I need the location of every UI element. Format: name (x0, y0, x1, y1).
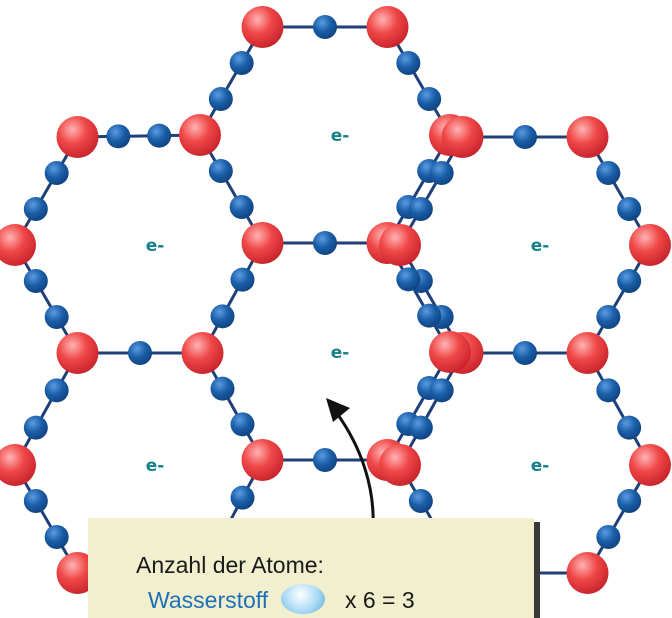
blue-atom (313, 15, 337, 39)
blue-atom (23, 415, 48, 440)
blue-atom (396, 267, 421, 292)
arrow-head (326, 398, 350, 422)
red-atom (241, 6, 284, 48)
blue-atom (396, 51, 421, 75)
blue-atom (417, 303, 442, 328)
hydrogen-calculation: x 6 = 3 (344, 587, 415, 613)
blue-atom (44, 378, 69, 403)
blue-atom (230, 485, 255, 510)
blue-atom (617, 269, 642, 293)
blue-atom (313, 231, 337, 255)
blue-atom (596, 161, 621, 185)
red-atom (181, 332, 224, 374)
red-atom (629, 224, 671, 266)
red-atom (241, 222, 284, 264)
atom-count-card: Anzahl der Atome: Wasserstoff x 6 = 3 (88, 518, 534, 618)
electron-label-hex-lower-right: e- (531, 456, 550, 476)
red-atom (566, 332, 609, 374)
blue-atom (23, 197, 48, 221)
red-atom (0, 224, 36, 266)
blue-atom (596, 525, 621, 549)
red-atom (441, 116, 484, 158)
red-atom (629, 444, 671, 486)
blue-atom (229, 51, 254, 75)
blue-atom (408, 489, 433, 513)
blue-atom (208, 87, 233, 111)
blue-atom (408, 415, 433, 440)
blue-atom (106, 124, 131, 149)
blue-atom (408, 197, 433, 221)
blue-atom (210, 376, 235, 401)
card-title: Anzahl der Atome: (136, 552, 324, 578)
blue-atom (513, 125, 537, 149)
blue-atom (210, 304, 235, 329)
hexagonal-lattice-diagram: e-e-e-e-e-e- (0, 6, 671, 594)
blue-atom (596, 378, 621, 403)
blue-atom (429, 161, 454, 185)
hydrogen-row: Wasserstoff x 6 = 3 (148, 584, 415, 614)
blue-atom (230, 267, 255, 292)
blue-atom (23, 489, 48, 513)
red-atom (566, 116, 609, 158)
red-atom (366, 6, 409, 48)
blue-atom (128, 341, 152, 365)
blue-atom (617, 415, 642, 440)
red-atom (179, 114, 221, 156)
blue-atom (229, 195, 254, 219)
red-atom (379, 444, 421, 486)
red-atom (56, 116, 99, 158)
red-atom (566, 552, 609, 594)
bond-line (13, 352, 79, 466)
red-atom (56, 332, 99, 374)
blue-atom (417, 87, 442, 111)
red-atom (429, 331, 471, 373)
blue-atom (23, 269, 48, 293)
hydrogen-label: Wasserstoff (148, 587, 269, 613)
blue-atom (596, 305, 621, 329)
blue-atom (513, 341, 537, 365)
blue-atom (44, 161, 69, 185)
blue-atom (617, 197, 642, 221)
red-atom (0, 444, 36, 486)
blue-atom (230, 412, 255, 437)
electron-label-hex-top: e- (331, 126, 350, 146)
red-atom (241, 439, 284, 481)
blue-atom (44, 525, 69, 549)
blue-atom (617, 489, 642, 513)
electron-label-hex-lower-left: e- (146, 456, 165, 476)
blue-atom (147, 123, 172, 148)
electron-label-hex-center: e- (331, 343, 350, 363)
hydrogen-atom-icon (280, 584, 325, 614)
electron-label-hex-upper-right: e- (531, 236, 550, 256)
red-atom (379, 224, 421, 266)
blue-atom (208, 159, 233, 183)
blue-atom (44, 305, 69, 329)
electron-label-hex-upper-left: e- (146, 236, 165, 256)
blue-atom (313, 448, 337, 472)
bond-line (586, 352, 652, 466)
blue-atom (429, 378, 454, 403)
